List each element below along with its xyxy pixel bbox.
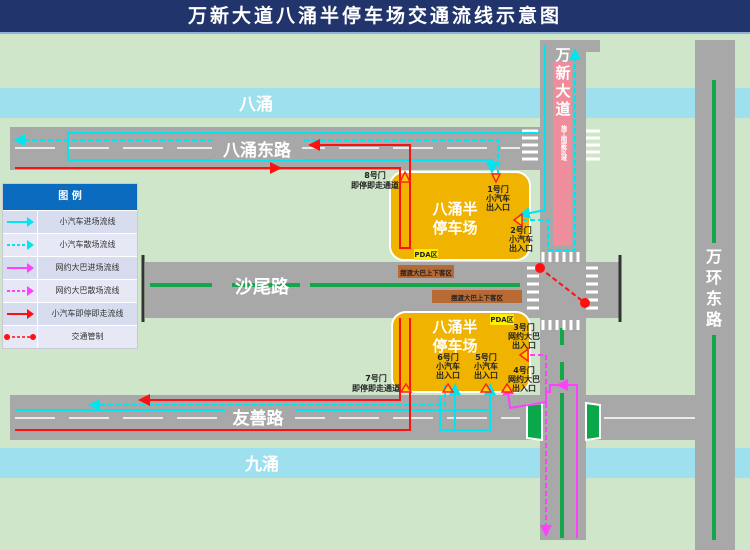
gate-8-marker <box>398 170 412 183</box>
svg-text:出入口: 出入口 <box>436 370 460 380</box>
gate-2-marker <box>512 212 523 228</box>
svg-text:3号门: 3号门 <box>513 322 535 332</box>
map-title: 万新大道八涌半停车场交通流线示意图 <box>0 0 750 34</box>
construction-zone-label: 施工围蔽区域 <box>560 124 567 162</box>
svg-text:小汽车: 小汽车 <box>508 234 533 244</box>
svg-text:道: 道 <box>555 100 570 118</box>
svg-text:万: 万 <box>554 46 570 64</box>
svg-text:万: 万 <box>705 247 722 266</box>
road-wanxin-label: 万 新 大 道 <box>554 46 570 118</box>
svg-text:出入口: 出入口 <box>509 243 533 253</box>
road-shawei-label: 沙尾路 <box>235 276 290 298</box>
road-wanxin-top-branch <box>586 40 600 52</box>
svg-text:小汽车: 小汽车 <box>435 361 460 371</box>
gate-1-marker <box>490 173 502 184</box>
shuttle-zone-1: 摆渡大巴上下客区 <box>400 268 453 277</box>
svg-text:网约大巴: 网约大巴 <box>508 331 540 341</box>
svg-text:6号门: 6号门 <box>437 352 459 362</box>
svg-text:网约大巴: 网约大巴 <box>508 374 540 384</box>
svg-text:即停即走通道: 即停即走通道 <box>352 383 400 393</box>
legend-item: 小汽车散场流线 <box>3 233 137 256</box>
legend-item: 交通管制 <box>3 325 137 348</box>
lot-north-label-1: 八涌半 <box>431 200 477 218</box>
legend-item: 网约大巴进场流线 <box>3 256 137 279</box>
gate-4-marker <box>500 382 514 393</box>
svg-text:即停即走通道: 即停即走通道 <box>351 180 399 190</box>
road-wanhuan-label: 万 环 东 路 <box>700 243 728 335</box>
svg-text:路: 路 <box>706 310 723 329</box>
svg-text:大: 大 <box>555 82 570 100</box>
gate-8-label: 8号门 即停即走通道 <box>351 170 399 190</box>
svg-text:新: 新 <box>555 64 570 82</box>
svg-text:7号门: 7号门 <box>365 373 387 383</box>
road-badong-label: 八涌东路 <box>223 140 292 161</box>
lot-north-label-2: 停车场 <box>432 219 477 237</box>
shuttle-zone-2: 摆渡大巴上下客区 <box>451 293 504 302</box>
pda-zone-south: PDA区 <box>490 316 513 324</box>
lot-south-label-2: 停车场 <box>432 337 477 355</box>
gate-3-marker <box>518 347 529 363</box>
legend-item: 网约大巴散场流线 <box>3 279 137 302</box>
gate-5-marker <box>479 382 493 393</box>
svg-text:4号门: 4号门 <box>513 365 535 375</box>
legend-item: 小汽车进场流线 <box>3 210 137 233</box>
traffic-island-east <box>585 401 601 442</box>
river-bayong-label: 八涌 <box>239 95 273 115</box>
svg-text:出入口: 出入口 <box>486 202 510 212</box>
river-bayong <box>0 88 750 118</box>
gate-6-marker <box>441 382 455 393</box>
legend-item: 小汽车即停即走流线 <box>3 302 137 325</box>
road-youshan-label: 友善路 <box>233 408 285 429</box>
svg-text:小汽车: 小汽车 <box>473 361 498 371</box>
gate-7-label: 7号门 即停即走通道 <box>352 373 400 393</box>
svg-text:5号门: 5号门 <box>475 352 497 362</box>
traffic-island-west <box>526 401 543 442</box>
legend-title: 图 例 <box>3 184 137 210</box>
parking-lot-south <box>391 311 531 393</box>
svg-text:出入口: 出入口 <box>474 370 498 380</box>
gate-2-label: 2号门 小汽车 出入口 <box>508 225 533 253</box>
river-jiuyong <box>0 448 750 478</box>
svg-text:2号门: 2号门 <box>510 225 532 235</box>
svg-text:环: 环 <box>706 268 722 287</box>
pda-zone-north: PDA区 <box>414 251 437 259</box>
svg-text:东: 东 <box>706 289 722 308</box>
gate-3-label: 3号门 网约大巴 出入口 <box>508 322 540 350</box>
river-jiuyong-label: 九涌 <box>244 455 279 475</box>
traffic-control <box>535 263 590 308</box>
road-shawei <box>145 262 620 318</box>
gate-6-label: 6号门 小汽车 出入口 <box>435 352 460 380</box>
legend: 图 例 小汽车进场流线 小汽车散场流线 网约大巴进场流线 网约大巴散场流线 小汽… <box>2 183 138 349</box>
svg-text:1号门: 1号门 <box>487 184 509 194</box>
gate-4-label: 4号门 网约大巴 出入口 <box>508 365 540 393</box>
lot-south-label-1: 八涌半 <box>431 318 477 336</box>
gate-5-label: 5号门 小汽车 出入口 <box>473 352 498 380</box>
construction-zone <box>553 62 572 245</box>
svg-text:出入口: 出入口 <box>512 340 536 350</box>
svg-text:8号门: 8号门 <box>364 170 386 180</box>
gate-7-marker <box>399 382 413 393</box>
gate-1-label: 1号门 小汽车 出入口 <box>485 184 510 212</box>
svg-text:小汽车: 小汽车 <box>485 193 510 203</box>
svg-text:出入口: 出入口 <box>512 383 536 393</box>
